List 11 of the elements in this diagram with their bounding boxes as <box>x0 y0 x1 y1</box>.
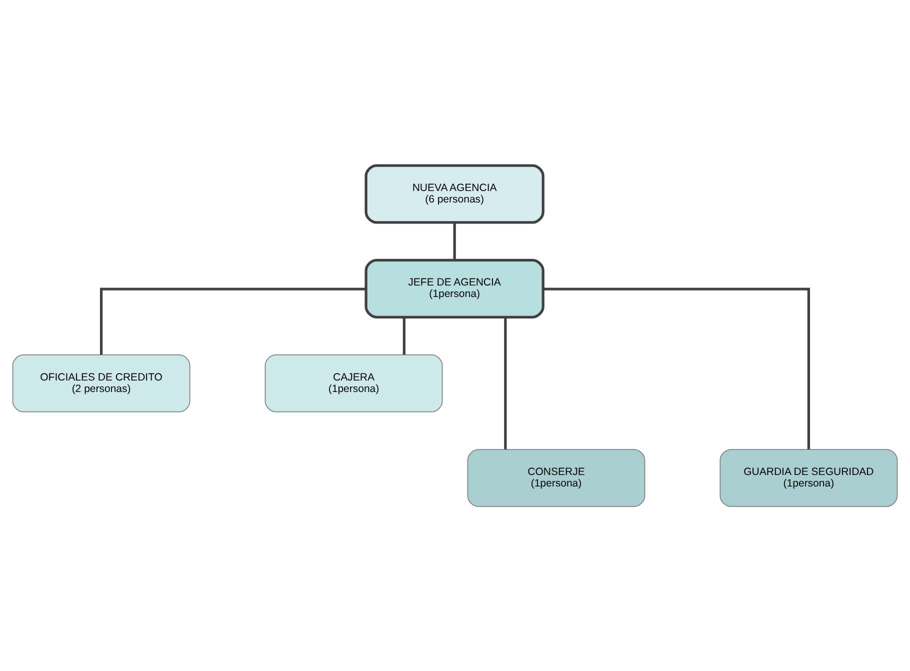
connector <box>100 287 366 354</box>
node-box: GUARDIA DE SEGURIDAD (1persona) <box>720 448 898 506</box>
node-box: JEFE DE AGENCIA (1persona) <box>364 258 544 318</box>
node-box: OFICIALES DE CREDITO (2 personas) <box>12 354 190 412</box>
node-box: CAJERA (1persona) <box>264 354 443 412</box>
node-box: NUEVA AGENCIA (6 personas) <box>364 164 544 224</box>
connector <box>402 316 406 354</box>
connector <box>504 316 507 449</box>
connector <box>453 222 456 260</box>
connector <box>543 287 810 449</box>
node-box: CONSERJE (1persona) <box>467 448 646 506</box>
